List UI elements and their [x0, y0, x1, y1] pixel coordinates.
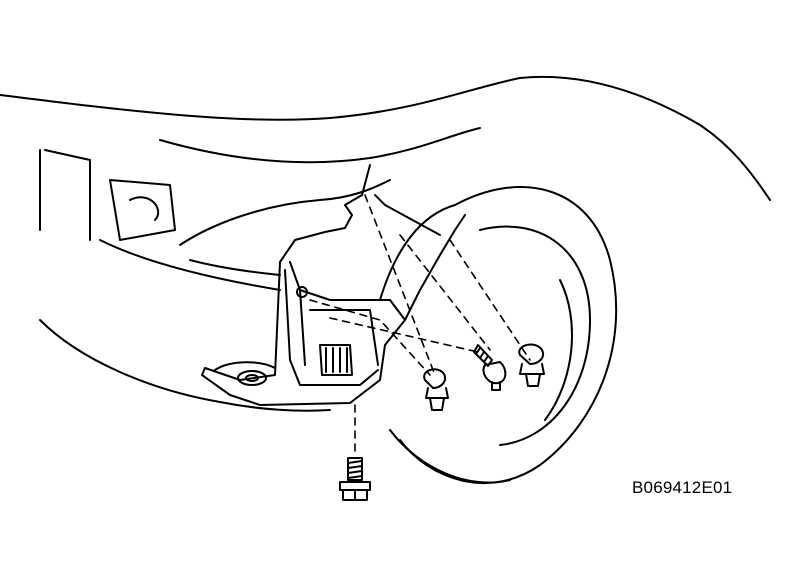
installation-guide-lines: [309, 194, 531, 453]
screw-icon: [473, 344, 507, 391]
clip-icon: [518, 343, 545, 387]
bolt-icon: [339, 457, 371, 501]
fender-liner: [201, 164, 466, 406]
wheel: [379, 186, 618, 485]
vehicle-body: [0, 75, 771, 412]
figure-code: B069412E01: [632, 478, 733, 497]
clip-icon: [423, 368, 449, 411]
